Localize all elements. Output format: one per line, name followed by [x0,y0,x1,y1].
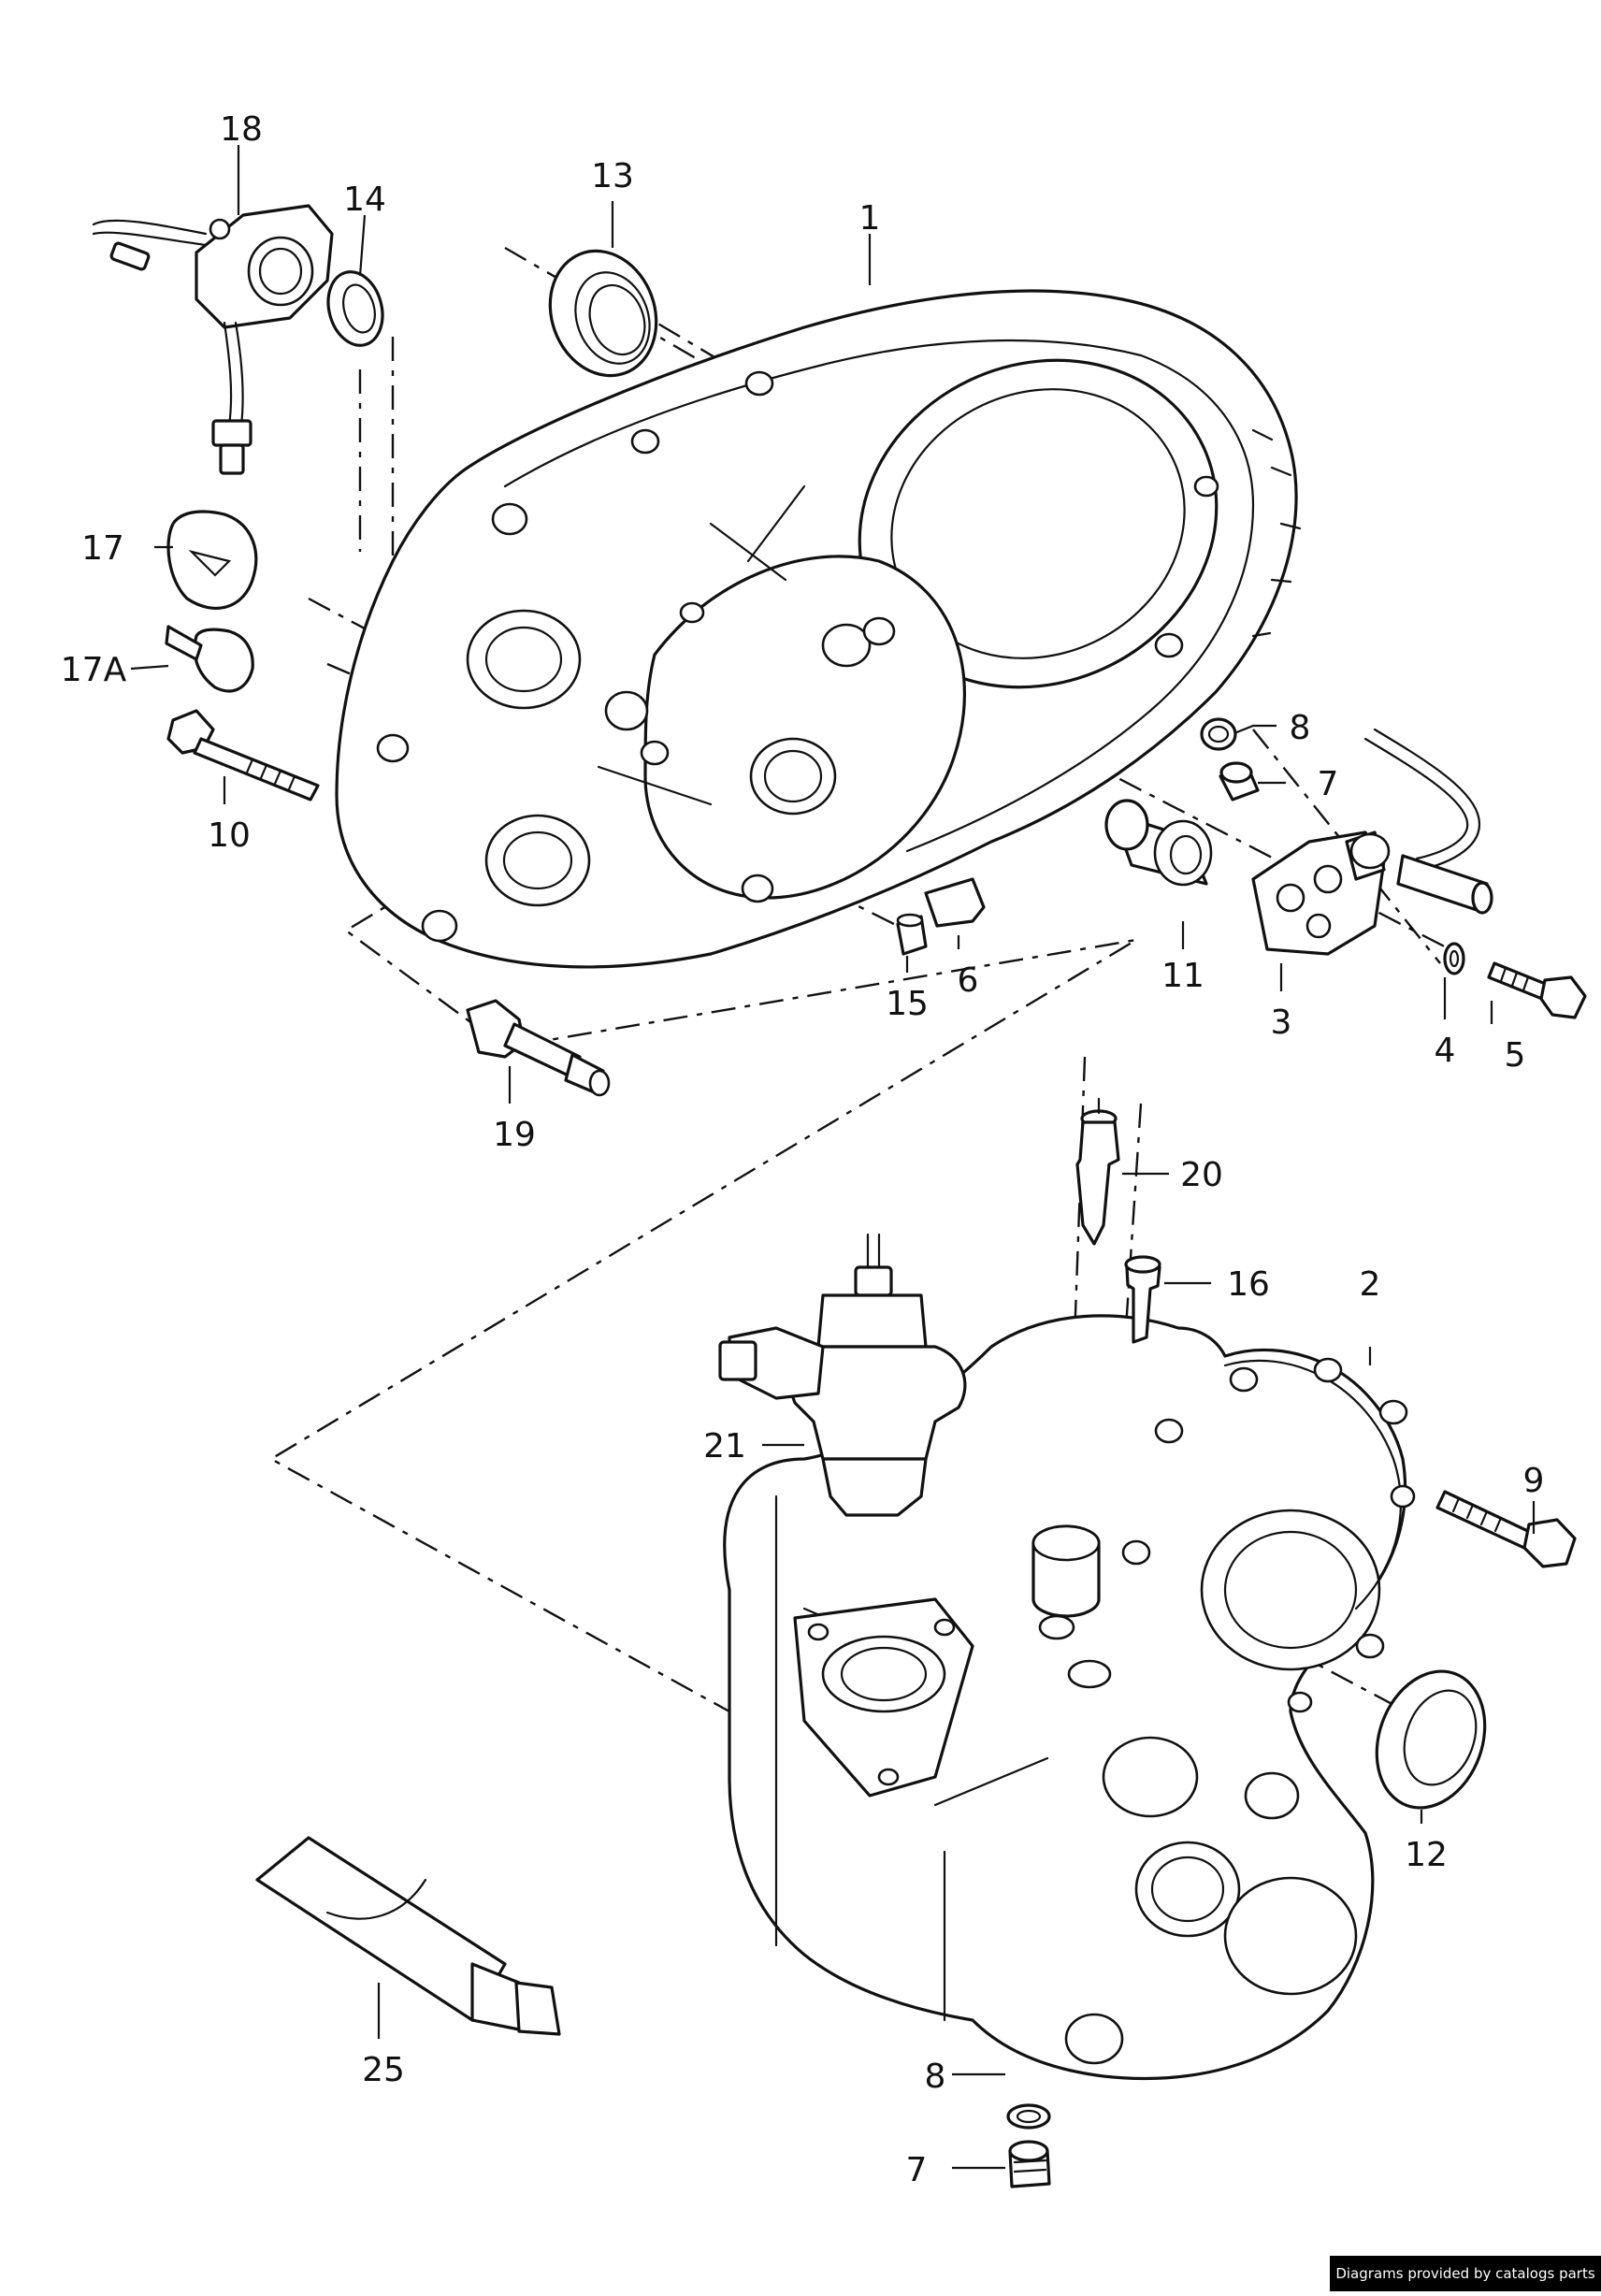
pin-16 [1124,1255,1161,1344]
callout-9: 9 [1523,1462,1545,1500]
leader-lines [130,145,1536,2170]
callout-20: 20 [1180,1156,1223,1194]
sleeve-11 [1104,799,1213,887]
callout-11: 11 [1161,957,1204,995]
callout-16: 16 [1227,1265,1270,1304]
callout-7-lower: 7 [906,2151,928,2189]
callout-18: 18 [220,110,263,149]
washer-4 [1443,942,1465,975]
pad-6 [924,877,986,928]
pin-15 [896,913,928,956]
callout-14: 14 [343,181,386,219]
callout-21: 21 [703,1427,746,1466]
callout-8-lower: 8 [925,2058,946,2096]
callout-17A: 17A [61,651,127,689]
sealant-tube-25 [255,1836,561,2036]
callout-7-upper: 7 [1318,765,1339,803]
callout-2: 2 [1360,1265,1381,1304]
plug-7-lower [1008,2140,1051,2188]
clutch-housing [335,289,1302,969]
callout-10: 10 [208,816,251,855]
rubber-buffer-17 [166,510,258,610]
callout-8-upper: 8 [1290,709,1311,747]
seal-14 [326,270,384,347]
plug-7-upper [1219,761,1260,801]
callout-13: 13 [591,157,634,195]
callout-4: 4 [1435,1032,1456,1070]
oil-seal-13 [548,249,658,378]
buffer-17A [165,625,254,693]
callout-5: 5 [1505,1036,1526,1075]
slave-cylinder-18 [92,204,334,475]
callout-6: 6 [958,961,979,1000]
callout-17: 17 [81,529,124,568]
breather-pipe [1363,728,1493,915]
o-ring-8-upper [1200,717,1237,751]
plate-3 [1251,830,1391,956]
sensor-20 [1075,1097,1120,1246]
bolt-9 [1435,1490,1577,1568]
bolt-10 [166,709,320,801]
callout-25: 25 [362,2051,405,2089]
callout-12: 12 [1405,1836,1448,1874]
switch-19 [466,999,611,1097]
credit-banner: Diagrams provided by catalogs parts [1330,2256,1601,2291]
o-ring-8-lower [1006,2103,1051,2130]
callout-19: 19 [493,1116,536,1154]
speed-sensor-21 [718,1233,967,1517]
bolt-5 [1487,961,1587,1019]
callouts: 1 2 3 4 5 6 7 7 8 8 9 10 11 12 13 14 15 … [61,110,1545,2189]
oil-seal-12 [1375,1669,1487,1810]
callout-1: 1 [859,199,881,238]
callout-3: 3 [1271,1004,1292,1042]
callout-15: 15 [886,985,929,1023]
